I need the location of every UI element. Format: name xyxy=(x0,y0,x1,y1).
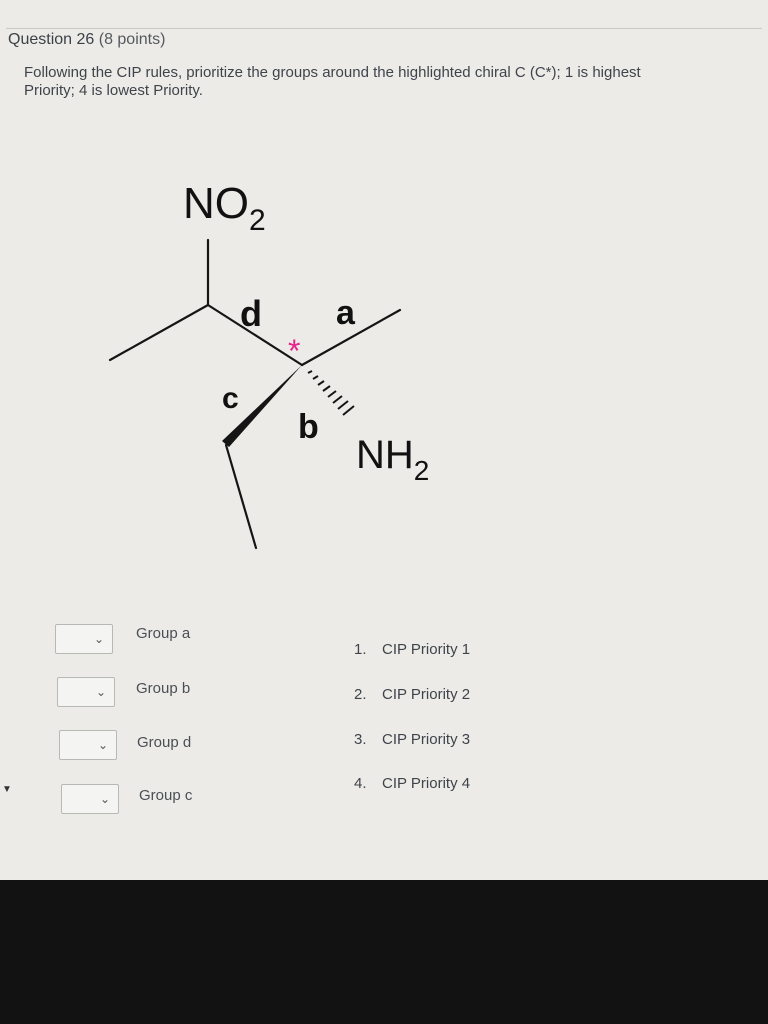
label-a: a xyxy=(336,294,356,332)
chevron-down-icon: ⌄ xyxy=(95,685,106,699)
group-c-select[interactable]: ⌄ xyxy=(61,784,119,814)
bond-left xyxy=(108,303,210,362)
label-b: b xyxy=(298,408,319,446)
priority-number: 1. xyxy=(354,641,367,658)
priority-label: CIP Priority 2 xyxy=(382,686,471,703)
priority-item: 2. CIP Priority 2 xyxy=(354,686,470,703)
label-d: d xyxy=(240,293,262,334)
group-label-d: Group d xyxy=(137,734,192,751)
priority-number: 4. xyxy=(354,775,367,792)
priority-label: CIP Priority 4 xyxy=(382,775,471,792)
triangle-left-icon: ▼ xyxy=(2,784,12,795)
wedge-bond-c xyxy=(222,365,302,447)
quiz-screen: Question 26 (8 points) Following the CIP… xyxy=(0,0,768,880)
molecule-diagram: NO2 NH2 d a c b * xyxy=(108,179,429,550)
priority-number: 3. xyxy=(354,731,367,748)
label-c: c xyxy=(222,382,239,415)
no2-label: NO2 xyxy=(183,179,266,237)
bond-center xyxy=(206,303,304,367)
bond-ethyl xyxy=(224,443,258,550)
group-label-a: Group a xyxy=(136,625,191,642)
monitor-bezel xyxy=(0,880,768,1024)
priority-number: 2. xyxy=(354,686,367,703)
group-a-select[interactable]: ⌄ xyxy=(55,624,113,654)
chevron-down-icon: ⌄ xyxy=(99,792,110,806)
chiral-marker: * xyxy=(288,333,300,369)
priority-item: 3. CIP Priority 3 xyxy=(354,731,470,748)
group-label-c: Group c xyxy=(139,787,193,804)
chevron-down-icon: ⌄ xyxy=(97,738,108,752)
question-points: (8 points) xyxy=(98,31,166,48)
priority-item: 4. CIP Priority 4 xyxy=(354,775,470,792)
question-prompt: Following the CIP rules, prioritize the … xyxy=(24,64,641,99)
priority-label: CIP Priority 3 xyxy=(382,731,471,748)
chevron-down-icon: ⌄ xyxy=(93,632,104,646)
bond-a xyxy=(300,308,402,367)
group-label-b: Group b xyxy=(136,680,191,697)
nh2-label: NH2 xyxy=(356,433,429,486)
priority-item: 1. CIP Priority 1 xyxy=(354,641,470,658)
priority-label: CIP Priority 1 xyxy=(382,641,471,658)
question-title: Question 26 (8 points) xyxy=(8,31,165,49)
divider xyxy=(6,28,762,29)
question-number: Question 26 xyxy=(8,31,95,48)
group-b-select[interactable]: ⌄ xyxy=(57,677,115,707)
group-d-select[interactable]: ⌄ xyxy=(59,730,117,760)
